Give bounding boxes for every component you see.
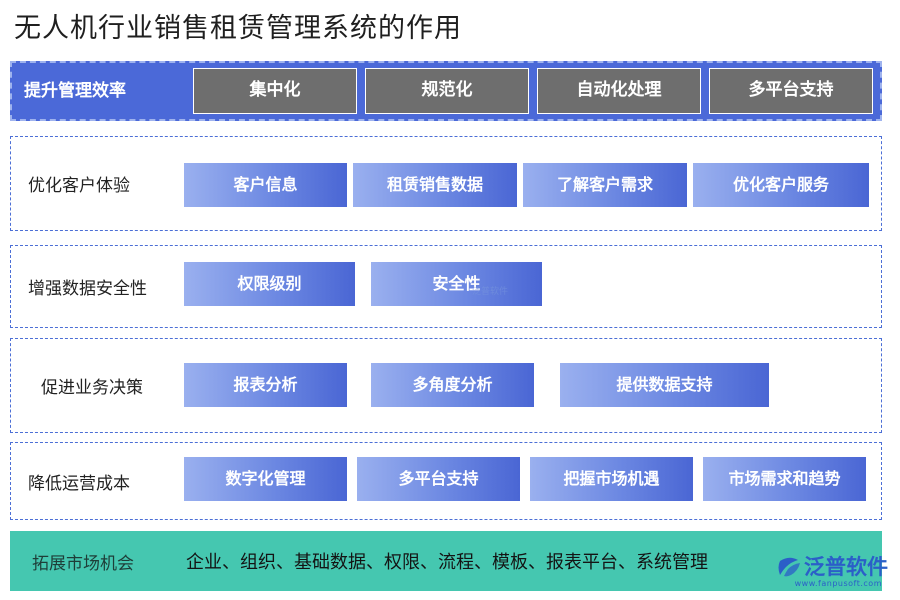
brand-logo: 泛普软件 bbox=[776, 551, 888, 581]
item-box: 自动化处理 bbox=[537, 68, 701, 114]
item-box: 租赁销售数据 bbox=[353, 163, 517, 207]
item-box: 多平台支持 bbox=[357, 457, 520, 501]
row-operating-cost: 降低运营成本 数字化管理 多平台支持 把握市场机遇 市场需求和趋势 bbox=[10, 442, 882, 520]
row-management-efficiency: 提升管理效率 集中化 规范化 自动化处理 多平台支持 bbox=[10, 61, 882, 121]
item-box: 报表分析 bbox=[184, 363, 347, 407]
item-box: 提供数据支持 bbox=[560, 363, 769, 407]
item-box: 把握市场机遇 bbox=[530, 457, 693, 501]
item-box: 安全性 bbox=[371, 262, 542, 306]
row-content: 企业、组织、基础数据、权限、流程、模板、报表平台、系统管理 bbox=[186, 552, 708, 573]
row-business-decision: 促进业务决策 报表分析 多角度分析 提供数据支持 bbox=[10, 338, 882, 433]
row-customer-experience: 优化客户体验 客户信息 租赁销售数据 了解客户需求 优化客户服务 bbox=[10, 136, 882, 231]
item-box: 客户信息 bbox=[184, 163, 347, 207]
item-box: 多角度分析 bbox=[371, 363, 534, 407]
row-label: 提升管理效率 bbox=[24, 63, 196, 119]
row-market-opportunity: 拓展市场机会 企业、组织、基础数据、权限、流程、模板、报表平台、系统管理 bbox=[10, 531, 882, 591]
item-box: 集中化 bbox=[193, 68, 357, 114]
item-box: 市场需求和趋势 bbox=[703, 457, 866, 501]
logo-name: 泛普软件 bbox=[804, 555, 888, 579]
row-label: 促进业务决策 bbox=[41, 378, 143, 398]
item-box: 优化客户服务 bbox=[693, 163, 869, 207]
row-data-security: 增强数据安全性 权限级别 安全性 bbox=[10, 245, 882, 328]
row-label: 降低运营成本 bbox=[28, 473, 130, 494]
item-box: 数字化管理 bbox=[184, 457, 347, 501]
row-label: 拓展市场机会 bbox=[32, 553, 134, 574]
logo-icon bbox=[778, 557, 800, 577]
item-box: 权限级别 bbox=[184, 262, 355, 306]
row-label: 增强数据安全性 bbox=[28, 279, 147, 299]
page-title: 无人机行业销售租赁管理系统的作用 bbox=[14, 13, 462, 44]
item-box: 了解客户需求 bbox=[523, 163, 687, 207]
row-label: 优化客户体验 bbox=[28, 176, 130, 196]
watermark: 泛普软件 bbox=[472, 287, 509, 297]
logo-url: www.fanpusoft.com bbox=[794, 579, 882, 588]
item-box: 规范化 bbox=[365, 68, 529, 114]
item-box: 多平台支持 bbox=[709, 68, 873, 114]
